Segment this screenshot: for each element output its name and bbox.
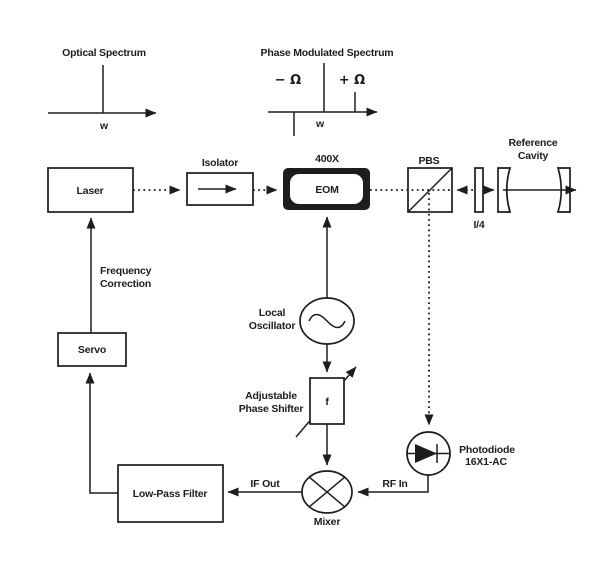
local-oscillator-label-line2: Oscillator <box>249 320 296 332</box>
photodiode-to-mixer-wire <box>357 475 429 497</box>
laser-box <box>47 167 134 213</box>
phase-modulated-spectrum-title: Phase Modulated Spectrum <box>261 47 394 59</box>
eom-label: EOM <box>315 184 339 196</box>
servo-label: Servo <box>78 344 106 356</box>
sine-wave-icon <box>308 313 346 329</box>
rf-in-label: RF In <box>382 478 407 490</box>
pbs-label: PBS <box>419 155 440 167</box>
low-pass-filter-label: Low-Pass Filter <box>133 488 208 500</box>
photodiode-label-line1: Photodiode <box>459 444 515 456</box>
quarter-wave-plate <box>474 167 484 213</box>
optical-spectrum-inset: Optical Spectrum w <box>48 47 157 132</box>
servo-box <box>57 332 127 367</box>
photodiode-label-line2: 16X1-AC <box>465 456 507 468</box>
eom-gain-label: 400X <box>315 153 339 165</box>
reference-cavity-label-line1: Reference <box>509 137 558 149</box>
optical-spectrum-title: Optical Spectrum <box>62 47 146 59</box>
frequency-correction-label-line2: Correction <box>100 278 151 290</box>
frequency-correction-label-line1: Frequency <box>100 265 152 277</box>
phase-modulated-spectrum-inset: Phase Modulated Spectrum − Ω + Ω w <box>261 47 394 136</box>
lower-sideband-label: − Ω <box>275 73 301 88</box>
low-pass-filter-box <box>117 464 224 523</box>
phase-shifter-box <box>309 377 345 425</box>
quarter-wave-plate-label: I/4 <box>473 219 484 231</box>
pbs-diagonal <box>407 167 453 213</box>
mixer-label: Mixer <box>314 516 341 528</box>
lpf-to-servo-wire <box>85 372 118 494</box>
diode-icon <box>415 444 437 463</box>
pm-axis-label: w <box>315 118 325 130</box>
laser-label: Laser <box>76 185 103 197</box>
optical-axis-label: w <box>99 120 109 132</box>
reference-cavity-label-line2: Cavity <box>518 150 549 162</box>
phase-shifter-symbol: f <box>325 396 329 408</box>
phase-shifter-label-line2: Phase Shifter <box>239 403 304 415</box>
if-out-label: IF Out <box>250 478 280 490</box>
upper-sideband-label: + Ω <box>339 73 365 88</box>
eom-box-inner <box>290 174 363 204</box>
mixer-cross-icon <box>308 476 346 508</box>
local-oscillator-label-line1: Local <box>259 307 286 319</box>
phase-shifter-label-line1: Adjustable <box>245 390 297 402</box>
isolator-label: Isolator <box>202 157 238 169</box>
